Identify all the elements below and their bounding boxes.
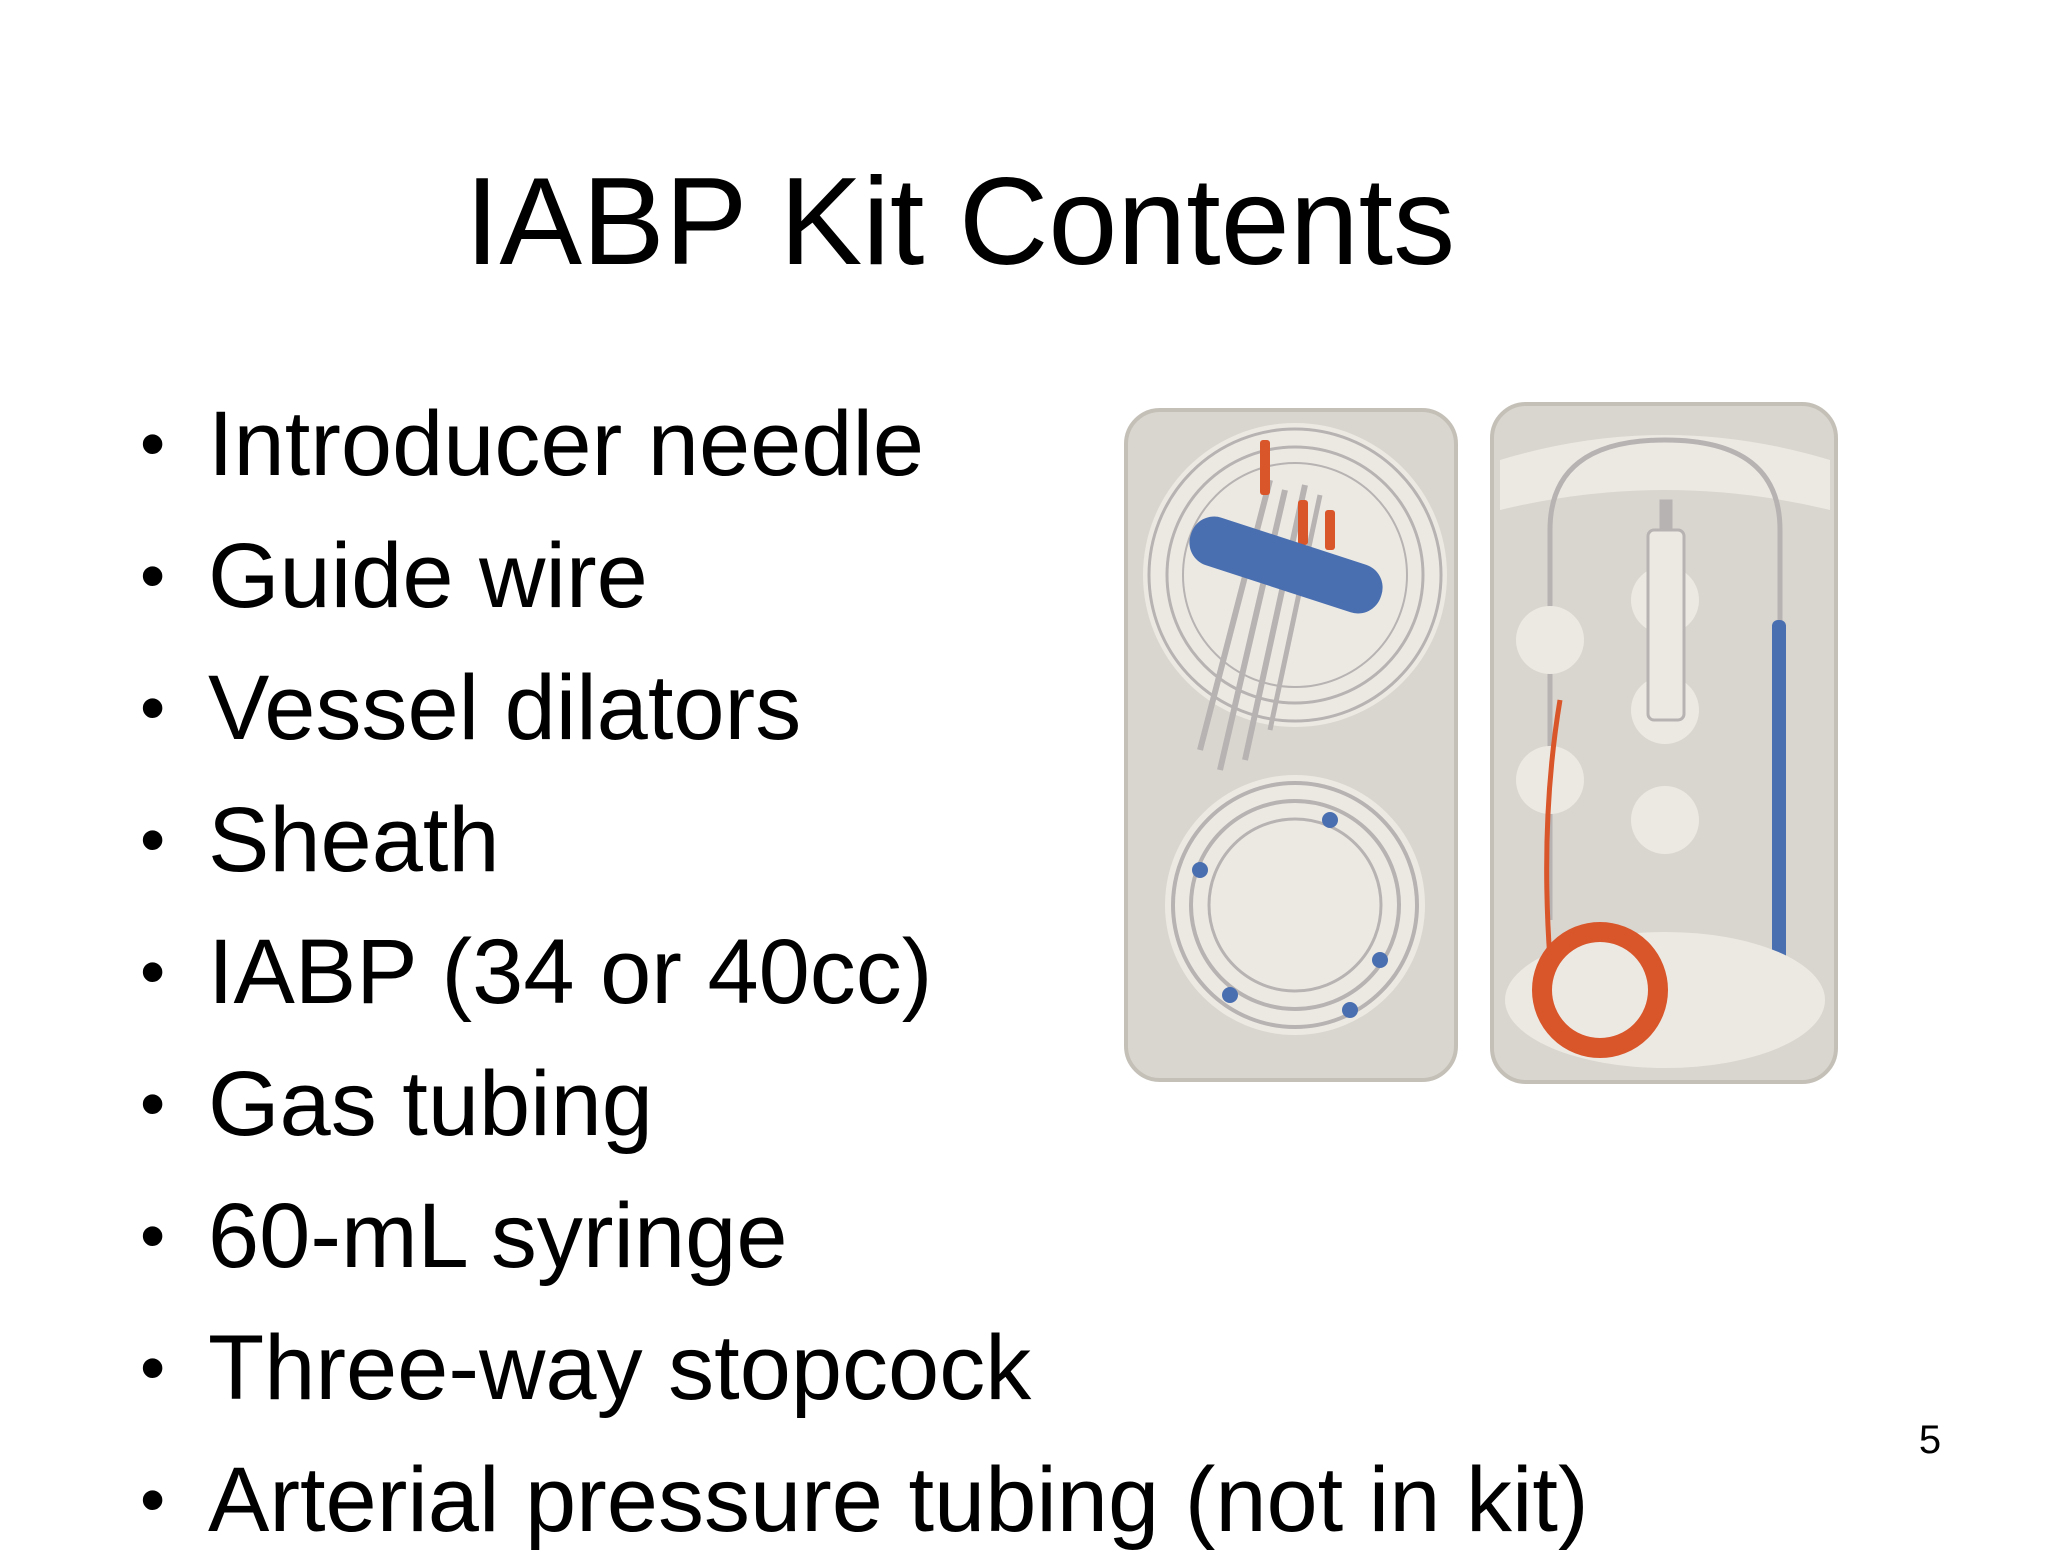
bullet-dot: • xyxy=(140,932,166,1012)
bullet-dot: • xyxy=(140,1460,166,1540)
slide-number: 5 xyxy=(1918,1418,1942,1462)
bullet-text: IABP (34 or 40cc) xyxy=(208,920,933,1023)
bullet-item: • Introducer needle xyxy=(140,378,1589,510)
bullet-item: • Gas tubing xyxy=(140,1038,1589,1170)
iabp-kit-photo xyxy=(1124,402,1838,1084)
bullet-list: • Introducer needle • Guide wire • Vessel d… xyxy=(140,378,1589,1566)
bullet-text: Arterial pressure tubing (not in kit) xyxy=(208,1448,1589,1551)
bullet-item: • Arterial pressure tubing (not in kit) xyxy=(140,1434,1589,1566)
bullet-dot: • xyxy=(140,668,166,748)
bullet-dot: • xyxy=(140,800,166,880)
left-tray xyxy=(1124,408,1458,1082)
bullet-item: • Vessel dilators xyxy=(140,642,1589,774)
bullet-dot: • xyxy=(140,536,166,616)
bullet-item: • 60-mL syringe xyxy=(140,1170,1589,1302)
bullet-text: 60-mL syringe xyxy=(208,1184,788,1287)
bullet-text: Introducer needle xyxy=(208,392,925,495)
bullet-item: • Sheath xyxy=(140,774,1589,906)
slide-title: IABP Kit Contents xyxy=(464,153,1456,291)
bullet-item: • Three-way stopcock xyxy=(140,1302,1589,1434)
bullet-dot: • xyxy=(140,1064,166,1144)
bullet-text: Vessel dilators xyxy=(208,656,802,759)
right-tray xyxy=(1490,402,1838,1084)
bullet-text: Sheath xyxy=(208,788,500,891)
bullet-text: Guide wire xyxy=(208,524,648,627)
bullet-text: Gas tubing xyxy=(208,1052,653,1155)
bullet-item: • Guide wire xyxy=(140,510,1589,642)
bullet-text: Three-way stopcock xyxy=(208,1316,1032,1419)
bullet-item: • IABP (34 or 40cc) xyxy=(140,906,1589,1038)
bullet-dot: • xyxy=(140,404,166,484)
bullet-dot: • xyxy=(140,1328,166,1408)
bullet-dot: • xyxy=(140,1196,166,1276)
